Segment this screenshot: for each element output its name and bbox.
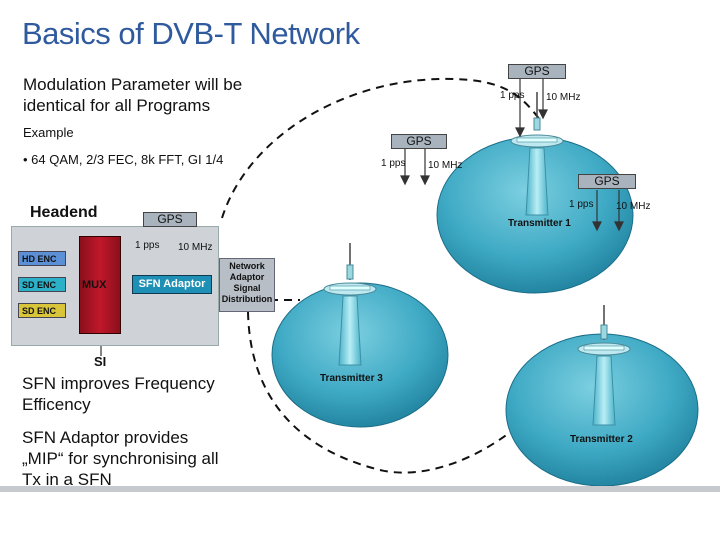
gps-t2-pps: 1 pps bbox=[569, 199, 594, 210]
gps-t3-pps: 1 pps bbox=[381, 158, 406, 169]
sfn-adaptor: SFN Adaptor bbox=[132, 275, 212, 294]
transmitter-3-label: Transmitter 3 bbox=[320, 373, 383, 384]
network-adaptor-box: Network Adaptor Signal Distribution bbox=[219, 258, 275, 312]
adaptor-text-line2: „MIP“ for synchronising all bbox=[22, 449, 219, 468]
gps-box-transmitter-3: GPS bbox=[391, 134, 447, 149]
mux-block bbox=[79, 236, 121, 334]
example-label: Example bbox=[23, 125, 74, 140]
footer-divider bbox=[0, 486, 720, 492]
transmitter-3-tower-icon bbox=[323, 243, 377, 366]
gps-box-transmitter-1: GPS bbox=[508, 64, 566, 79]
headend-title: Headend bbox=[30, 204, 98, 221]
transmitter-1-label: Transmitter 1 bbox=[508, 218, 571, 229]
transmitter-2-label: Transmitter 2 bbox=[570, 434, 633, 445]
transmitter-1-tower-icon bbox=[510, 92, 564, 216]
transmitter-2-tower-icon bbox=[577, 305, 631, 426]
sd-encoder-2: SD ENC bbox=[18, 303, 66, 318]
sfn-text-line1: SFN improves Frequency bbox=[22, 374, 215, 393]
sfn-text-line2: Efficency bbox=[22, 395, 91, 414]
gps-headend-pps: 1 pps bbox=[135, 240, 160, 251]
gps-box-transmitter-2: GPS bbox=[578, 174, 636, 189]
gps-box-headend: GPS bbox=[143, 212, 197, 227]
gps-t2-mhz: 10 MHz bbox=[616, 201, 651, 212]
sd-encoder-1: SD ENC bbox=[18, 277, 66, 292]
network-box-line1: Network bbox=[229, 261, 265, 271]
gps-t1-pps: 1 pps bbox=[500, 90, 525, 101]
adaptor-text-line3: Tx in a SFN bbox=[22, 470, 112, 489]
gps-headend-mhz: 10 MHz bbox=[178, 242, 213, 253]
distribution-path bbox=[221, 77, 541, 219]
si-label: SI bbox=[94, 354, 107, 369]
gps-t3-mhz: 10 MHz bbox=[428, 160, 463, 171]
adaptor-text-line1: SFN Adaptor provides bbox=[22, 428, 189, 447]
hd-encoder: HD ENC bbox=[18, 251, 66, 266]
gps-t1-mhz: 10 MHz bbox=[546, 92, 581, 103]
network-box-line4: Distribution bbox=[221, 294, 273, 304]
network-box-line2: Adaptor bbox=[229, 272, 265, 282]
modulation-text-line2: identical for all Programs bbox=[23, 96, 211, 115]
slide-title: Basics of DVB-T Network bbox=[22, 16, 360, 51]
network-box-line3: Signal bbox=[233, 283, 261, 293]
example-params: • 64 QAM, 2/3 FEC, 8k FFT, GI 1/4 bbox=[23, 152, 224, 167]
modulation-text-line1: Modulation Parameter will be bbox=[23, 75, 243, 94]
mux-label: MUX bbox=[82, 279, 107, 291]
